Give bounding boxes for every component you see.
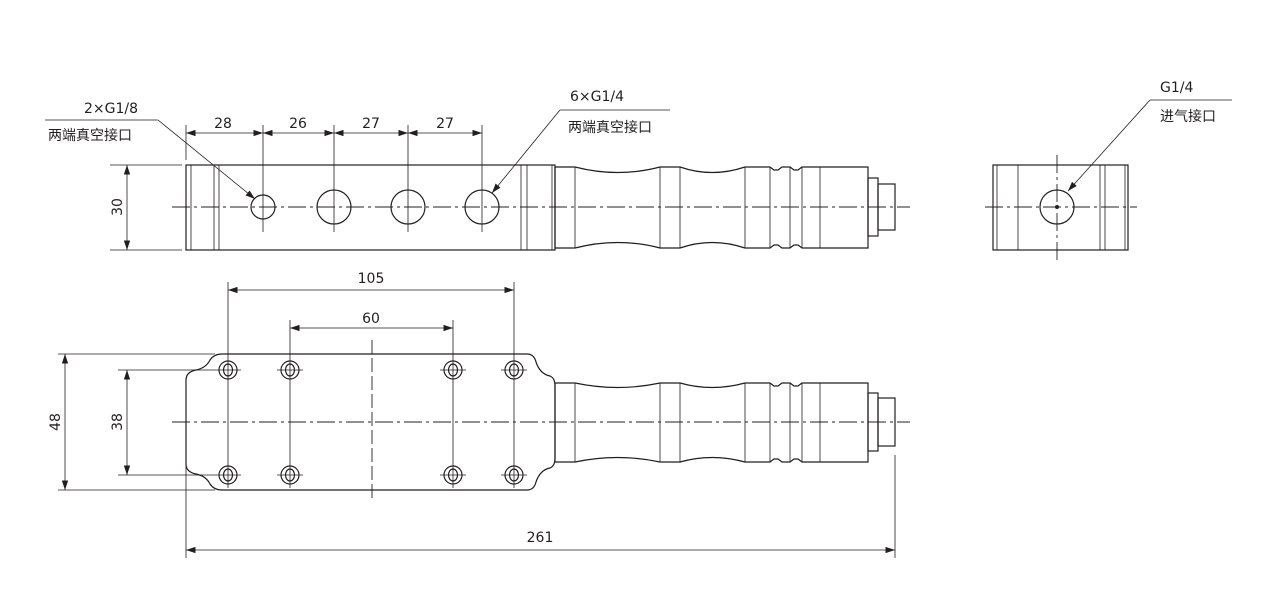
mounting-holes bbox=[218, 360, 524, 485]
dim-60: 60 bbox=[362, 311, 380, 327]
dim-27a: 27 bbox=[362, 116, 380, 132]
end-callout-spec: G1/4 bbox=[1160, 80, 1193, 96]
dim-27b: 27 bbox=[436, 116, 454, 132]
end-callout-desc: 进气接口 bbox=[1160, 108, 1216, 125]
dim-48: 48 bbox=[48, 413, 64, 431]
dim-28: 28 bbox=[214, 116, 232, 132]
dim-30: 30 bbox=[110, 198, 126, 216]
dim-26: 26 bbox=[289, 116, 307, 132]
bottom-view: 105 60 48 38 261 bbox=[48, 271, 910, 558]
top-view: 28 26 27 27 30 2×G1/8 两端真空接口 6×G1/4 两端真空… bbox=[45, 89, 910, 251]
right-callout-desc: 两端真空接口 bbox=[568, 119, 652, 136]
dim-105: 105 bbox=[358, 271, 385, 287]
dim-38: 38 bbox=[110, 413, 126, 431]
left-callout-desc: 两端真空接口 bbox=[48, 127, 132, 144]
dim-261: 261 bbox=[527, 530, 554, 546]
left-callout-spec: 2×G1/8 bbox=[84, 101, 138, 117]
end-view: G1/4 进气接口 bbox=[985, 80, 1232, 262]
right-callout-spec: 6×G1/4 bbox=[570, 89, 624, 105]
